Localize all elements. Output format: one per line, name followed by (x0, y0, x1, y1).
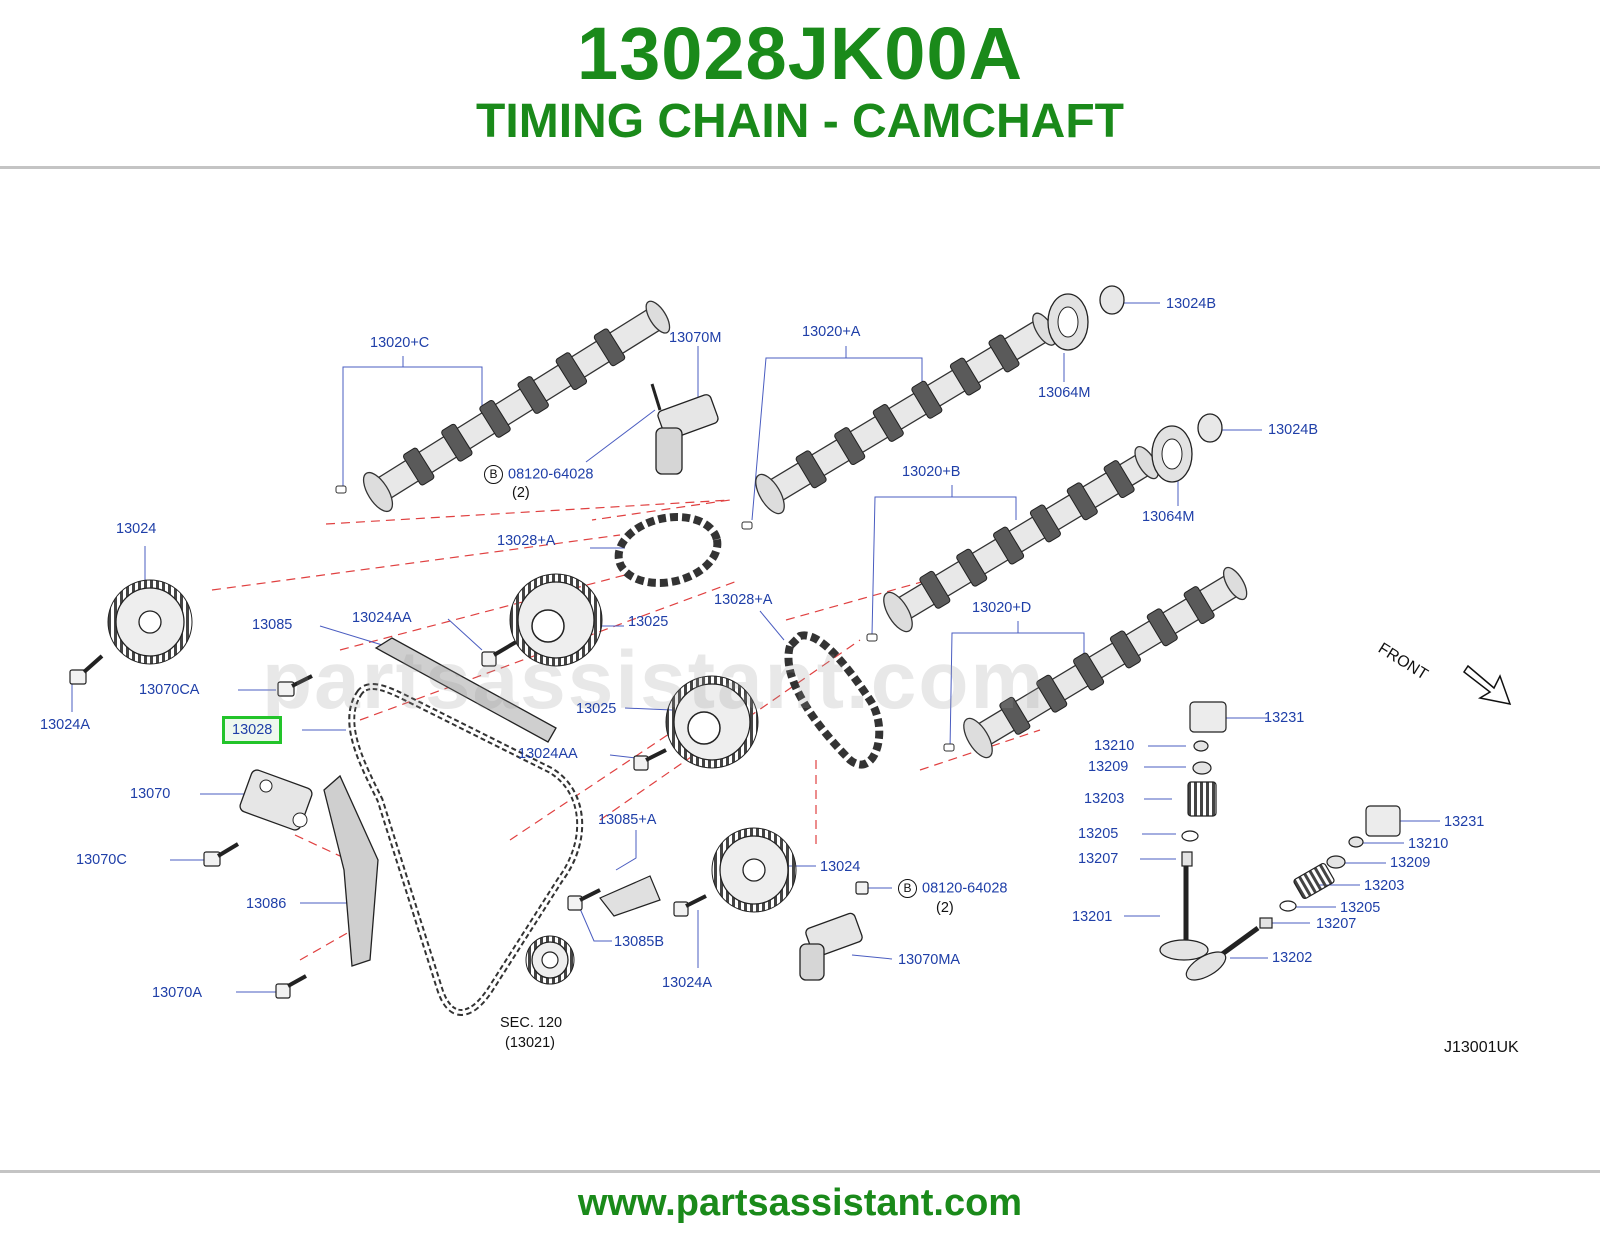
label-13070CA[interactable]: 13070CA (139, 682, 200, 698)
bolt-marker-b: B (484, 465, 503, 484)
header: 13028JK00A TIMING CHAIN - CAMCHAFT (0, 0, 1600, 168)
label-08120-64028-upper[interactable]: B 08120-64028 (484, 465, 593, 484)
label-08120-lower-qty: (2) (936, 900, 954, 916)
camshaft-d (963, 566, 1248, 759)
sec-sub-label: (13021) (505, 1035, 555, 1051)
label-08120-64028-upper-text: 08120-64028 (508, 466, 594, 483)
label-13028A-upper[interactable]: 13028+A (497, 533, 556, 549)
label-13070C[interactable]: 13070C (76, 852, 127, 868)
label-13070[interactable]: 13070 (130, 786, 171, 802)
label-13209-left[interactable]: 13209 (1088, 759, 1129, 775)
valve-train-left (1159, 701, 1227, 961)
label-13024-left[interactable]: 13024 (116, 521, 157, 537)
label-13070A[interactable]: 13070A (152, 985, 202, 1001)
sprocket-13025-lower (665, 675, 759, 769)
bolt-marker-b: B (898, 879, 917, 898)
label-13209-right[interactable]: 13209 (1390, 855, 1431, 871)
chain-tensioner-13070 (239, 769, 313, 831)
label-13203-left[interactable]: 13203 (1084, 791, 1125, 807)
label-13025-upper[interactable]: 13025 (628, 614, 669, 630)
label-13028-highlighted[interactable]: 13028 (222, 716, 283, 744)
timing-chain-secondary (784, 631, 884, 769)
label-08120-upper-qty: (2) (512, 485, 530, 501)
sprocket-13025-upper (509, 573, 603, 667)
label-13070M[interactable]: 13070M (669, 330, 722, 346)
dowel-pins (335, 485, 955, 752)
cam-cap-13024B-upper (1099, 285, 1125, 315)
label-13210-left[interactable]: 13210 (1094, 738, 1135, 754)
label-13085A[interactable]: 13085+A (598, 812, 657, 828)
part-number-title: 13028JK00A (576, 12, 1024, 95)
label-13064M-upper[interactable]: 13064M (1038, 385, 1091, 401)
footer-url[interactable]: www.partsassistant.com (577, 1182, 1023, 1224)
label-13207-right[interactable]: 13207 (1316, 916, 1357, 932)
camshaft-c (362, 300, 671, 513)
label-13205-right[interactable]: 13205 (1340, 900, 1381, 916)
cam-bracket-13064M-lower (1151, 425, 1193, 483)
valve-train-right (1185, 805, 1401, 981)
bottom-divider (0, 1170, 1600, 1173)
timing-chain-upper (614, 513, 722, 587)
sec-prefix: SEC. (500, 1015, 534, 1031)
label-13024B-upper[interactable]: 13024B (1166, 296, 1216, 312)
camshaft-b (883, 446, 1159, 633)
label-13024-mid[interactable]: 13024 (820, 859, 861, 875)
cam-cap-13024B-lower (1197, 413, 1223, 443)
label-13070MA[interactable]: 13070MA (898, 952, 961, 968)
label-13064M-lower[interactable]: 13064M (1142, 509, 1195, 525)
label-13085B[interactable]: 13085B (614, 934, 664, 950)
label-13231-left[interactable]: 13231 (1264, 710, 1305, 726)
label-13205-left[interactable]: 13205 (1078, 826, 1119, 842)
bolts (69, 640, 869, 999)
sprocket-13024-left (107, 579, 193, 665)
label-13202[interactable]: 13202 (1272, 950, 1313, 966)
label-13024A-mid[interactable]: 13024A (662, 975, 712, 991)
sec-number-link[interactable]: 120 (537, 1015, 563, 1031)
sec-label: SEC. 120 (500, 1015, 562, 1031)
cam-bracket-13064M-upper (1047, 293, 1089, 351)
label-13020B[interactable]: 13020+B (902, 464, 961, 480)
label-13020C[interactable]: 13020+C (370, 335, 430, 351)
sprocket-13024-mid (711, 827, 797, 913)
guide-bracket-13085A (599, 875, 661, 917)
label-13203-right[interactable]: 13203 (1364, 878, 1405, 894)
label-08120-64028-lower-text: 08120-64028 (922, 880, 1008, 897)
solenoid-13070M (650, 383, 719, 475)
label-13025-lower[interactable]: 13025 (576, 701, 617, 717)
label-13024B-lower[interactable]: 13024B (1268, 422, 1318, 438)
slack-guide-13024AA (374, 637, 557, 743)
label-13086[interactable]: 13086 (246, 896, 287, 912)
tension-guide-13086 (323, 774, 379, 967)
label-13085[interactable]: 13085 (252, 617, 293, 633)
watermark: partsassistant.com (262, 635, 1046, 726)
top-divider (0, 166, 1600, 169)
diagram-ref-code: J13001UK (1444, 1039, 1519, 1056)
label-13210-right[interactable]: 13210 (1408, 836, 1449, 852)
label-13020D[interactable]: 13020+D (972, 600, 1032, 616)
label-13028A-lower[interactable]: 13028+A (714, 592, 773, 608)
solenoid-13070MA (799, 912, 863, 981)
front-arrow-icon (1462, 664, 1512, 705)
crank-sprocket (525, 935, 575, 985)
label-13024A-left[interactable]: 13024A (40, 717, 90, 733)
label-13020A[interactable]: 13020+A (802, 324, 861, 340)
label-13024AA-upper[interactable]: 13024AA (352, 610, 412, 626)
label-13201[interactable]: 13201 (1072, 909, 1113, 925)
diagram-title: TIMING CHAIN - CAMCHAFT (476, 95, 1124, 148)
label-13024AA-lower[interactable]: 13024AA (518, 746, 578, 762)
label-08120-64028-lower[interactable]: B 08120-64028 (898, 879, 1007, 898)
camshaft-a (755, 312, 1057, 515)
label-13231-right[interactable]: 13231 (1444, 814, 1485, 830)
label-13207-left[interactable]: 13207 (1078, 851, 1119, 867)
